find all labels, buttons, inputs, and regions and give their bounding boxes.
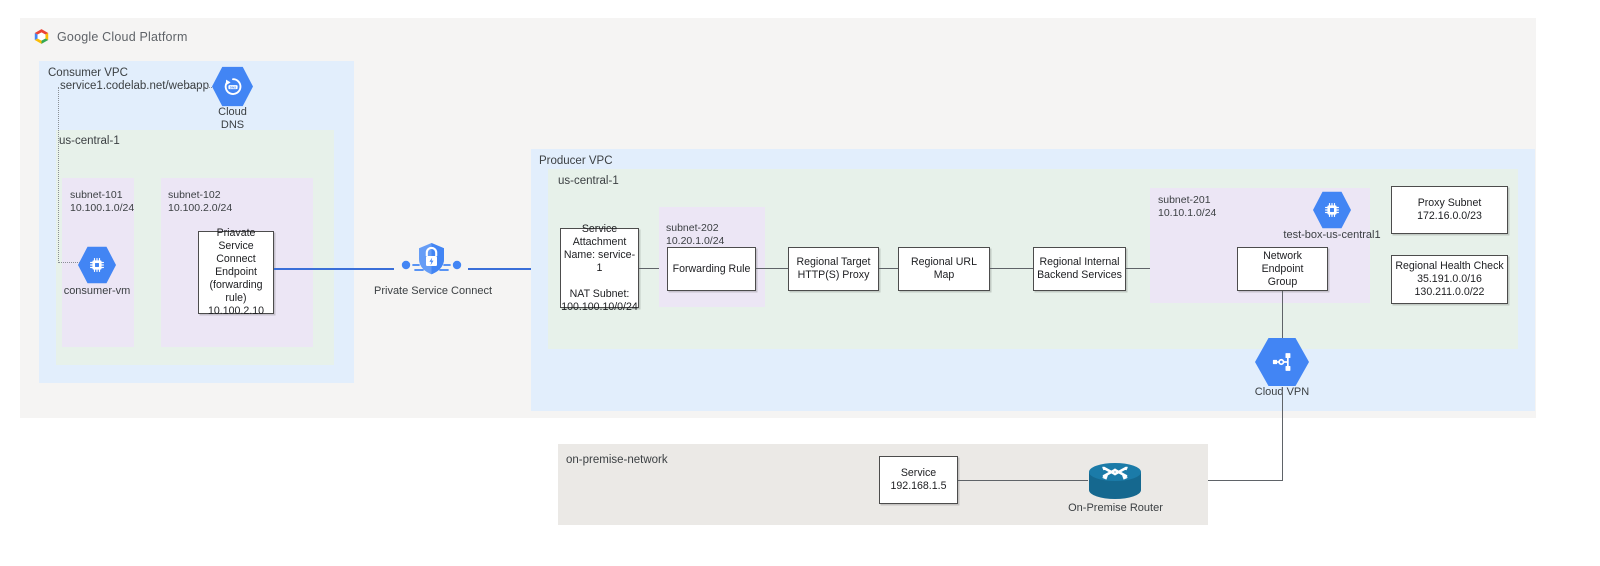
subnet-202-caption: subnet-202 10.20.1.0/24 bbox=[666, 222, 724, 248]
cloud-dns-icon: DNS bbox=[212, 66, 253, 107]
google-cloud-hexagon-logo-icon bbox=[33, 28, 50, 45]
subnet-101-cidr: 10.100.1.0/24 bbox=[70, 202, 135, 214]
cloud-dns-label-line1: Cloud bbox=[218, 106, 247, 118]
neg-to-vpn-line bbox=[1282, 291, 1284, 342]
vpn-to-router-line-h bbox=[1135, 480, 1283, 482]
subnet-202-name: subnet-202 bbox=[666, 222, 719, 234]
producer-vpc-label: Producer VPC bbox=[539, 155, 613, 167]
subnet-102-caption: subnet-102 10.100.2.0/24 bbox=[168, 189, 232, 215]
network-endpoint-group-text: Network Endpoint Group bbox=[1261, 249, 1304, 288]
psc-endpoint-text: Priavate Service Connect Endpoint (forwa… bbox=[208, 227, 264, 317]
producer-region-label: us-central-1 bbox=[558, 175, 619, 187]
subnet-101-name: subnet-101 bbox=[70, 189, 123, 201]
consumer-vm-icon bbox=[78, 246, 116, 284]
consumer-region-label: us-central-1 bbox=[59, 135, 120, 147]
subnet-102-cidr: 10.100.2.0/24 bbox=[168, 202, 233, 214]
regional-url-map-box[interactable]: Regional URL Map bbox=[898, 247, 990, 291]
cloud-vpn-label: Cloud VPN bbox=[1254, 386, 1310, 398]
on-premise-router-label: On-Premise Router bbox=[1068, 502, 1163, 514]
attachment-to-forwarding-line bbox=[639, 268, 667, 270]
psc-to-attachment-line bbox=[468, 268, 563, 270]
regional-target-proxy-box[interactable]: Regional Target HTTP(S) Proxy bbox=[788, 247, 879, 291]
proxy-subnet-text: Proxy Subnet 172.16.0.0/23 bbox=[1417, 197, 1482, 222]
service-attachment-box[interactable]: Service Attachment Name: service-1 NAT S… bbox=[560, 223, 639, 313]
psc-label: Private Service Connect bbox=[374, 285, 492, 297]
cloud-vpn-icon bbox=[1255, 337, 1309, 387]
forwarding-rule-box[interactable]: Forwarding Rule bbox=[667, 247, 756, 291]
regional-health-check-text: Regional Health Check 35.191.0.0/16 130.… bbox=[1395, 260, 1504, 298]
forwarding-rule-text: Forwarding Rule bbox=[672, 262, 751, 275]
cloud-dns-label-line2: DNS bbox=[220, 119, 245, 131]
subnet-201-cidr: 10.10.1.0/24 bbox=[1158, 207, 1217, 219]
test-box-label: test-box-us-central1 bbox=[1283, 229, 1381, 241]
urlmap-to-backend-line bbox=[990, 268, 1034, 270]
dns-url-connector-h bbox=[184, 87, 214, 88]
on-premise-network-label: on-premise-network bbox=[566, 454, 668, 466]
dns-url-label: service1.codelab.net/webapp bbox=[60, 80, 209, 92]
private-service-connect-shield-icon bbox=[399, 239, 464, 279]
psc-endpoint-box[interactable]: Priavate Service Connect Endpoint (forwa… bbox=[198, 227, 274, 317]
on-premise-router-icon bbox=[1084, 460, 1146, 501]
dns-vm-connector-v bbox=[58, 87, 59, 261]
vpn-to-router-line-v bbox=[1282, 387, 1284, 481]
regional-backend-services-box[interactable]: Regional Internal Backend Services bbox=[1033, 247, 1126, 291]
regional-health-check-box[interactable]: Regional Health Check 35.191.0.0/16 130.… bbox=[1391, 255, 1508, 304]
regional-backend-services-text: Regional Internal Backend Services bbox=[1037, 256, 1122, 281]
endpoint-to-psc-line bbox=[274, 268, 394, 270]
subnet-201-caption: subnet-201 10.10.1.0/24 bbox=[1158, 194, 1216, 220]
service-to-router-line bbox=[958, 480, 1088, 482]
subnet-201-name: subnet-201 bbox=[1158, 194, 1211, 206]
network-endpoint-group-box[interactable]: Network Endpoint Group bbox=[1237, 247, 1328, 291]
consumer-vpc-label: Consumer VPC bbox=[48, 67, 128, 79]
regional-target-proxy-text: Regional Target HTTP(S) Proxy bbox=[796, 256, 871, 281]
consumer-vm-label: consumer-vm bbox=[63, 285, 131, 297]
proxy-to-urlmap-line bbox=[879, 268, 900, 270]
gcp-title: Google Cloud Platform bbox=[57, 29, 188, 44]
test-box-vm-icon bbox=[1313, 191, 1351, 229]
cloud-dns-label: Cloud DNS bbox=[192, 106, 273, 132]
subnet-102-name: subnet-102 bbox=[168, 189, 221, 201]
forwarding-to-proxy-line bbox=[756, 268, 788, 270]
gcp-header: Google Cloud Platform bbox=[33, 28, 188, 45]
service-attachment-text: Service Attachment Name: service-1 NAT S… bbox=[561, 222, 638, 313]
svg-text:DNS: DNS bbox=[229, 85, 236, 89]
subnet-202-cidr: 10.20.1.0/24 bbox=[666, 235, 725, 247]
onprem-service-text: Service 192.168.1.5 bbox=[890, 467, 947, 492]
dns-vm-connector-h bbox=[58, 262, 80, 263]
regional-url-map-text: Regional URL Map bbox=[911, 256, 977, 281]
subnet-101-caption: subnet-101 10.100.1.0/24 bbox=[70, 189, 134, 215]
proxy-subnet-box[interactable]: Proxy Subnet 172.16.0.0/23 bbox=[1391, 186, 1508, 234]
onprem-service-box[interactable]: Service 192.168.1.5 bbox=[879, 456, 958, 504]
